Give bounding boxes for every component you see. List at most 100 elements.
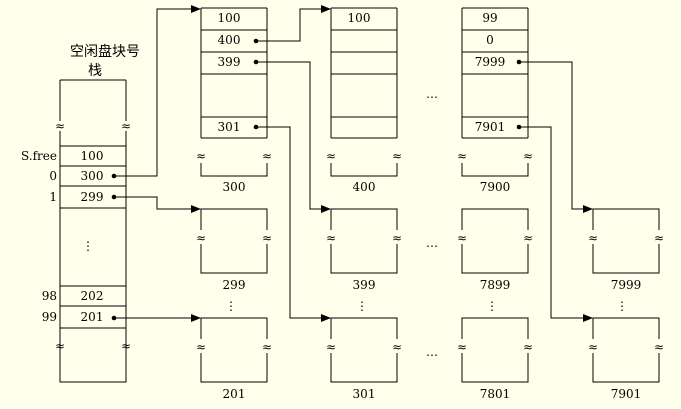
- data-block-number: 299: [223, 278, 246, 292]
- data-block-1: ≈ ≈399: [326, 208, 402, 292]
- data-block-6: ≈ ≈7801: [457, 317, 533, 401]
- group-block-number: 300: [223, 180, 246, 194]
- hdots-icon: …: [426, 87, 438, 101]
- squiggle-icon: ≈: [392, 231, 402, 245]
- data-block-5: ≈ ≈301: [326, 317, 402, 401]
- squiggle-icon: ≈: [262, 340, 272, 354]
- group-cell: 7901: [475, 120, 506, 134]
- stack-cell: 100: [81, 149, 104, 163]
- group-cell: 100: [348, 11, 371, 25]
- arrow-300-to-400: [256, 5, 331, 42]
- squiggle-icon: ≈: [523, 231, 533, 245]
- vdots-icon: ⋮: [486, 299, 498, 313]
- arrow-7900-to-7901: [519, 126, 593, 322]
- squiggle-icon: ≈: [262, 231, 272, 245]
- stack-cell: 202: [81, 289, 104, 303]
- vdots-icon: ⋮: [356, 299, 368, 313]
- data-block-4: ≈ ≈201: [196, 317, 272, 401]
- squiggle-icon: ≈: [523, 340, 533, 354]
- squiggle-icon: ≈: [392, 340, 402, 354]
- arrow-stack-to-300: [114, 5, 201, 177]
- squiggle-icon: ≈: [55, 119, 65, 133]
- stack-label: 1: [49, 190, 57, 204]
- stack-cell: 201: [81, 310, 104, 324]
- stack-label: 98: [42, 289, 57, 303]
- data-block-3: ≈ ≈7999: [588, 208, 664, 292]
- group-cell: 99: [482, 11, 497, 25]
- squiggle-icon: ≈: [326, 231, 336, 245]
- data-block-number: 7901: [611, 387, 642, 401]
- squiggle-icon: ≈: [196, 149, 206, 163]
- group-blocks: 100400399301≈≈300100≈≈40099079997901≈≈79…: [196, 7, 533, 194]
- stack-label: 0: [49, 169, 57, 183]
- hdots-icon: …: [426, 345, 438, 359]
- group-cell: 0: [486, 33, 494, 47]
- group-block-outline: [461, 8, 529, 177]
- data-block-0: ≈ ≈299: [196, 208, 272, 292]
- squiggle-icon: ≈: [457, 340, 467, 354]
- squiggle-icon: ≈: [523, 149, 533, 163]
- squiggle-icon: ≈: [326, 149, 336, 163]
- data-block-outline: [330, 317, 398, 383]
- arrow-300-to-399: [256, 61, 331, 213]
- hdots-icon: …: [426, 236, 438, 250]
- data-block-outline: [592, 317, 660, 383]
- squiggle-icon: ≈: [121, 339, 131, 353]
- data-block-number: 201: [223, 387, 246, 401]
- pointer-arrows: [114, 5, 593, 322]
- data-block-number: 7801: [480, 387, 511, 401]
- data-block-outline: [461, 208, 529, 274]
- data-block-7: ≈ ≈7901: [588, 317, 664, 401]
- data-block-number: 399: [353, 278, 376, 292]
- vdots-icon: ⋮: [82, 239, 94, 253]
- group-block-1: 100 ≈ ≈400: [326, 7, 402, 194]
- squiggle-icon: ≈: [654, 340, 664, 354]
- free-block-stack: [59, 79, 127, 383]
- data-block-number: 7899: [480, 278, 511, 292]
- squiggle-icon: ≈: [588, 340, 598, 354]
- data-block-outline: [200, 317, 268, 383]
- group-block-outline: [330, 8, 398, 177]
- arrow-300-to-301: [256, 126, 331, 322]
- stack-cell: 299: [81, 190, 104, 204]
- squiggle-icon: ≈: [457, 149, 467, 163]
- data-block-2: ≈ ≈7899: [457, 208, 533, 292]
- stack-label: 99: [42, 310, 57, 324]
- group-cell: 399: [218, 55, 241, 69]
- group-cell: 100: [218, 11, 241, 25]
- group-cell: 301: [218, 120, 241, 134]
- vdots-icon: ⋮: [616, 299, 628, 313]
- arrow-7900-to-7999: [519, 61, 593, 213]
- squiggle-icon: ≈: [262, 149, 272, 163]
- data-blocks: ≈≈299≈≈399≈≈7899≈≈7999≈≈201≈≈301≈≈7801≈≈…: [196, 208, 664, 401]
- group-block-number: 400: [353, 180, 376, 194]
- squiggle-icon: ≈: [196, 231, 206, 245]
- data-block-number: 7999: [611, 278, 642, 292]
- arrow-stack-to-299: [114, 196, 201, 213]
- squiggle-icon: ≈: [392, 149, 402, 163]
- vdots-icon: ⋮: [225, 299, 237, 313]
- title-line-1: 空闲盘块号: [70, 43, 140, 60]
- title-line-2: 栈: [88, 63, 102, 79]
- stack-cell: 300: [81, 169, 104, 183]
- squiggle-icon: ≈: [55, 339, 65, 353]
- group-block-0: 100 400 399 301 ≈ ≈300: [196, 7, 272, 194]
- data-block-outline: [461, 317, 529, 383]
- data-block-number: 301: [353, 387, 376, 401]
- group-cell: 400: [218, 33, 241, 47]
- squiggle-icon: ≈: [326, 340, 336, 354]
- data-block-outline: [330, 208, 398, 274]
- stack-label-sfree: S.free: [21, 149, 57, 163]
- squiggle-icon: ≈: [196, 340, 206, 354]
- group-cell: 7999: [475, 55, 506, 69]
- squiggle-icon: ≈: [457, 231, 467, 245]
- data-block-outline: [592, 208, 660, 274]
- pointer-dots: [111, 38, 522, 321]
- squiggle-icon: ≈: [121, 119, 131, 133]
- squiggle-icon: ≈: [654, 231, 664, 245]
- squiggle-icon: ≈: [588, 231, 598, 245]
- data-block-outline: [200, 208, 268, 274]
